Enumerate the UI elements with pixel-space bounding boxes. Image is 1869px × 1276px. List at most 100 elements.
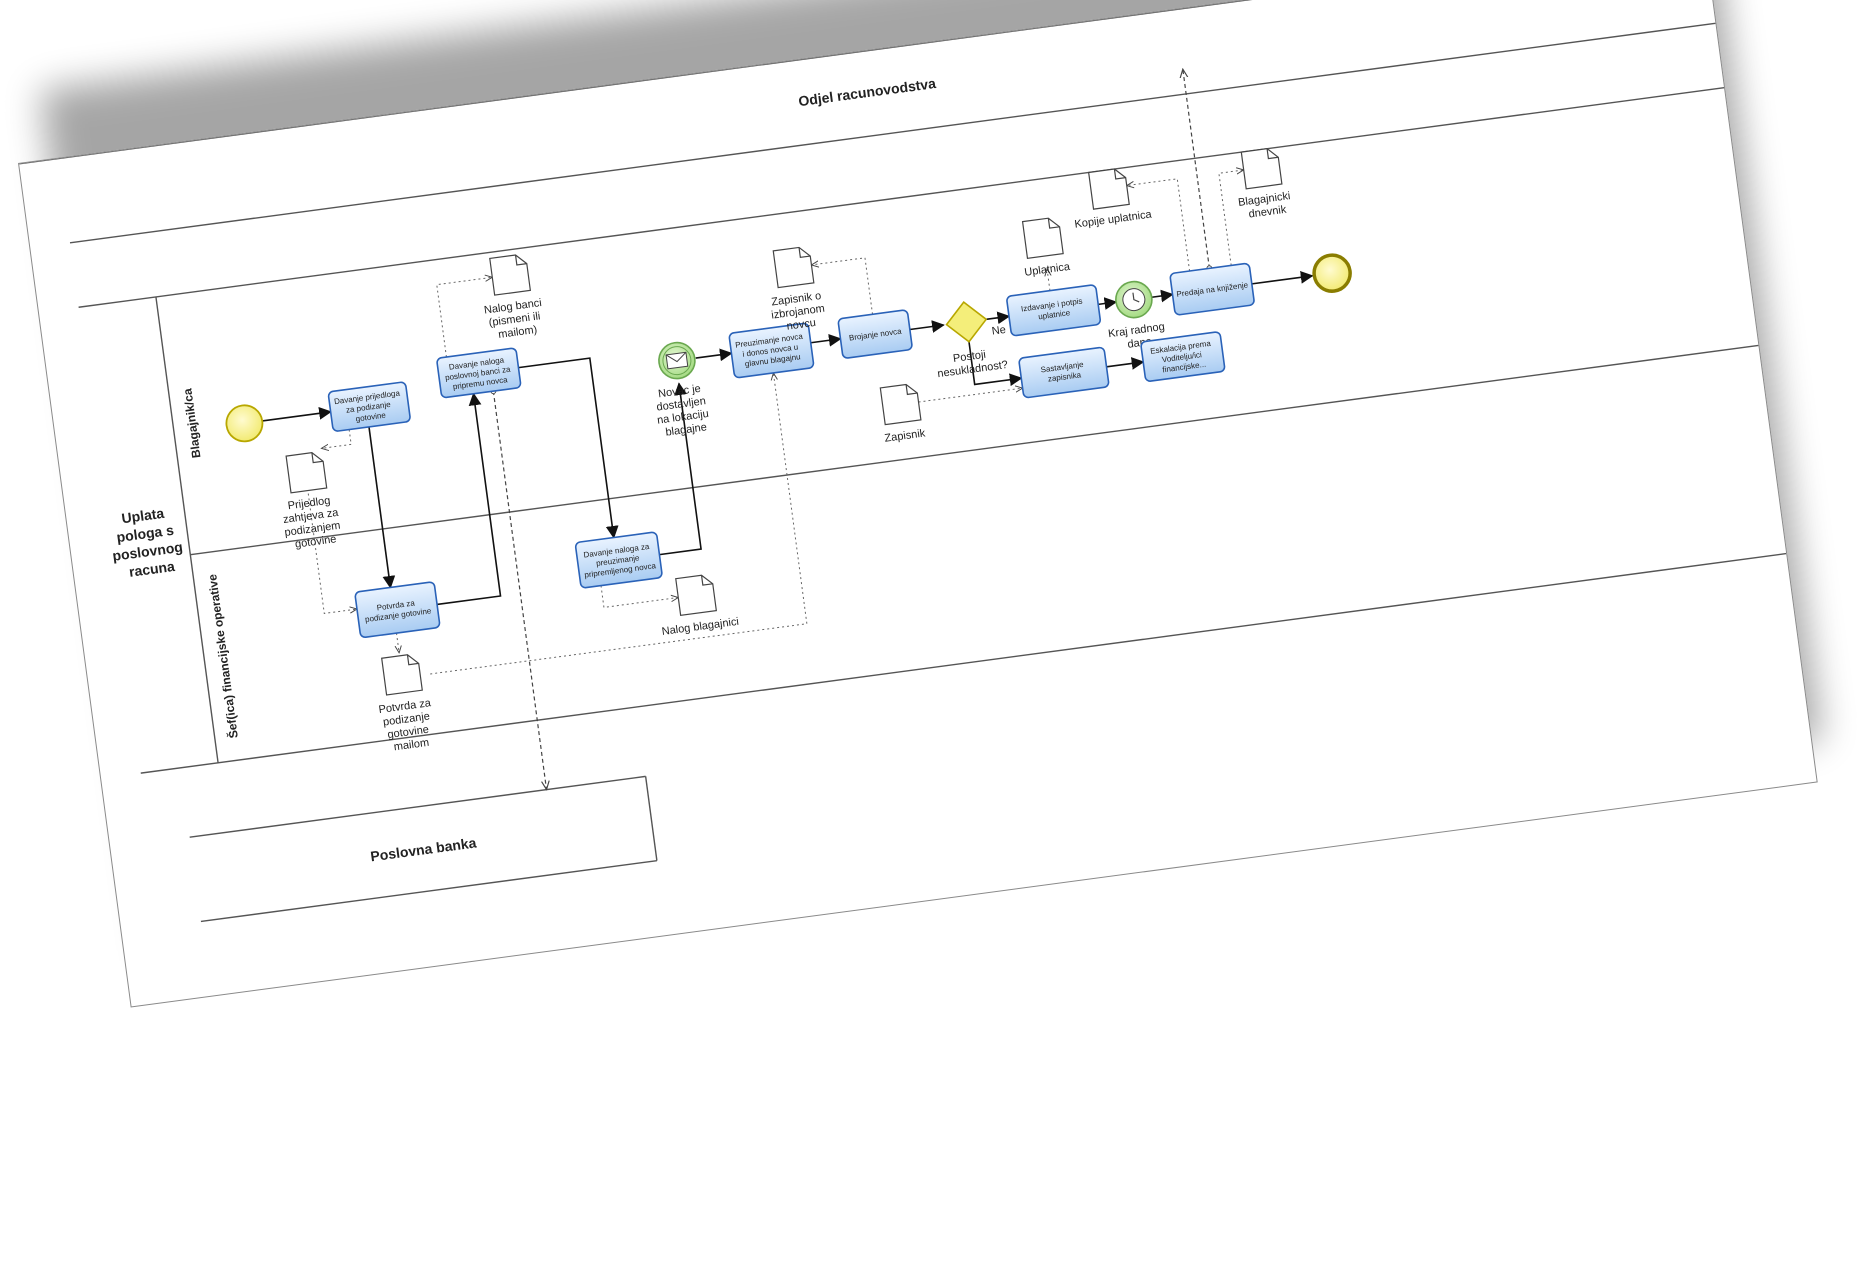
assoc-dnevnik-doc bbox=[1218, 170, 1256, 266]
gateway-line1: Postoji bbox=[952, 349, 986, 365]
pool-title-main-line4: racuna bbox=[128, 558, 176, 580]
msg-nalog-to-banka bbox=[493, 391, 546, 789]
doc-nalog-blagajnici[interactable]: Nalog blagajnici bbox=[655, 571, 740, 638]
pool-top-divider bbox=[69, 22, 1716, 244]
flow-start-to-prijedlog bbox=[262, 407, 332, 422]
task-predaja-knjizenje[interactable]: Predaja na knjiženje bbox=[1169, 262, 1255, 316]
assoc-nalog-blagajnici-doc bbox=[600, 585, 678, 608]
doc-uplatnica[interactable]: Uplatnica bbox=[1018, 216, 1072, 279]
doc-label: Uplatnica bbox=[1024, 261, 1072, 279]
assoc-zapisnik-to-sastavljanje bbox=[918, 388, 1023, 403]
flow-izdavanje-to-kraj bbox=[1098, 297, 1118, 310]
task-davanje-naloga-preuzimanje[interactable]: Davanje naloga za preuzimanje pripremlje… bbox=[574, 531, 663, 589]
end-event[interactable] bbox=[1312, 253, 1352, 293]
assoc-prijedlog-doc bbox=[319, 429, 352, 449]
doc-nalog-banci[interactable]: Nalog banci (pismeni ili mailom) bbox=[477, 252, 549, 342]
task-box bbox=[354, 581, 441, 639]
envelope-flap-icon bbox=[665, 351, 687, 363]
task-box bbox=[837, 309, 913, 359]
task-box bbox=[327, 381, 411, 432]
document-icon bbox=[675, 574, 718, 617]
document-icon bbox=[1240, 148, 1283, 190]
doc-blagajnicki-dnevnik[interactable]: Blagajnicki dnevnik bbox=[1232, 146, 1296, 222]
gateway-nesukladnost[interactable]: Postoji nesukladnost? Ne bbox=[929, 297, 1012, 380]
task-sastavljanje-zapisnika[interactable]: Sastavljanje zapisnika bbox=[1018, 346, 1110, 399]
doc-line: dnevnik bbox=[1248, 204, 1288, 221]
task-line: zapisnika bbox=[1047, 370, 1082, 383]
assoc-potvrda-to-preuzimanje bbox=[430, 373, 808, 675]
doc-prijedlog[interactable]: Prijedlog zahtjeva za podizanjem gotovin… bbox=[275, 450, 346, 552]
pool-main-header-divider bbox=[155, 296, 219, 763]
doc-label: Blagajnicki dnevnik bbox=[1237, 190, 1295, 222]
assoc-potvrda-doc bbox=[396, 633, 399, 653]
doc-label: Potvrda za podizanje gotovine mailom bbox=[378, 697, 440, 755]
message-flows bbox=[463, 69, 1266, 789]
start-event[interactable] bbox=[224, 403, 264, 443]
message-event-novac[interactable]: Novac je dostavljen na lokaciju blagajne bbox=[647, 339, 714, 439]
msg-predaja-to-racunovodstvo bbox=[1183, 69, 1210, 268]
pool-title-main: Uplata pologa s poslovnog racuna bbox=[107, 502, 190, 581]
task-davanje-naloga-banci[interactable]: Davanje naloga poslovnoj banci za pripre… bbox=[436, 347, 522, 399]
doc-line: mailom bbox=[393, 737, 430, 754]
pool-title-banka: Poslovna banka bbox=[369, 834, 477, 864]
flow-novac-to-preuzimanje bbox=[695, 348, 733, 362]
flow-nalog-preuzimanje-to-novac bbox=[659, 382, 702, 556]
novac-line1: Novac je bbox=[657, 383, 701, 401]
doc-line: novcu bbox=[786, 317, 817, 333]
task-box bbox=[1018, 346, 1110, 399]
envelope-icon bbox=[665, 351, 689, 370]
task-box bbox=[1169, 262, 1255, 316]
pool-main-top bbox=[78, 87, 1725, 308]
task-box bbox=[436, 347, 522, 399]
diagram-paper: Odjel racunovodstva Uplata pologa s posl… bbox=[18, 0, 1818, 1008]
novac-line4: blagajne bbox=[665, 421, 708, 438]
assoc-uplatnica-doc bbox=[1047, 269, 1050, 291]
task-box bbox=[1006, 284, 1102, 337]
document-icon bbox=[1021, 217, 1064, 260]
task-line: uplatnice bbox=[1038, 308, 1071, 321]
doc-label: Zapisnik o izbrojanom novcu bbox=[769, 289, 830, 334]
task-eskalacija[interactable]: Eskalacija prema Voditelju/ici financijs… bbox=[1140, 331, 1226, 382]
task-preuzimanje-novca[interactable]: Preuzimanje novca i donos novca u glavnu… bbox=[728, 322, 815, 379]
flow-gateway-to-sastavljanje bbox=[968, 341, 1023, 387]
doc-line: gotovine bbox=[294, 533, 337, 550]
flow-gateway-to-izdavanje bbox=[986, 311, 1011, 325]
pool-bank-right bbox=[644, 776, 658, 861]
pool-bank-bottom bbox=[200, 859, 657, 923]
flow-predaja-to-end bbox=[1251, 270, 1314, 285]
bpmn-diagram: Odjel racunovodstva Uplata pologa s posl… bbox=[19, 0, 1787, 923]
task-box bbox=[574, 531, 663, 589]
gateway-label: Postoji nesukladnost? bbox=[935, 346, 1009, 380]
document-icon bbox=[381, 654, 423, 696]
task-davanje-prijedloga[interactable]: Davanje prijedloga za podizanje gotovine bbox=[327, 381, 411, 432]
document-icon bbox=[1087, 168, 1130, 210]
doc-label: Nalog banci (pismeni ili mailom) bbox=[483, 297, 549, 343]
sequence-flows bbox=[262, 270, 1314, 606]
task-box bbox=[1140, 331, 1226, 382]
task-line: gotovine bbox=[355, 411, 387, 424]
task-label: Sastavljanje zapisnika bbox=[1040, 360, 1087, 385]
document-icon bbox=[879, 383, 922, 426]
task-brojanje-novca[interactable]: Brojanje novca bbox=[837, 309, 913, 359]
task-izdavanje-uplatnice[interactable]: Izdavanje i potpis uplatnice bbox=[1006, 284, 1102, 337]
flow-prijedlog-to-potvrda bbox=[368, 426, 396, 589]
clock-hands-icon bbox=[1132, 292, 1140, 303]
lane-label-sef: Šef(ica) financijske operative bbox=[204, 573, 241, 739]
pool-bank-top bbox=[189, 775, 646, 838]
flow-sastavljanje-to-eskalacija bbox=[1106, 357, 1145, 370]
flow-kraj-to-predaja bbox=[1151, 289, 1174, 303]
document-icon bbox=[489, 254, 532, 296]
assoc-kopije-doc bbox=[1127, 178, 1191, 272]
doc-kopije-uplatnica[interactable]: Kopije uplatnica bbox=[1068, 165, 1153, 231]
assoc-nalog-banci-doc bbox=[436, 277, 502, 358]
flow-potvrda-to-nalog-banci bbox=[435, 392, 502, 606]
document-icon bbox=[285, 452, 328, 494]
flow-brojanje-to-gateway bbox=[909, 320, 945, 333]
document-icon bbox=[772, 246, 815, 289]
pool-title-main-line1: Uplata bbox=[121, 505, 166, 527]
doc-potvrda-mailom[interactable]: Potvrda za podizanje gotovine mailom bbox=[372, 652, 440, 755]
doc-zapisnik[interactable]: Zapisnik bbox=[878, 383, 927, 445]
doc-zapisnik-o-novcu[interactable]: Zapisnik o izbrojanom novcu bbox=[763, 245, 830, 335]
task-potvrda-podizanje[interactable]: Potvrda za podizanje gotovine bbox=[354, 581, 441, 639]
